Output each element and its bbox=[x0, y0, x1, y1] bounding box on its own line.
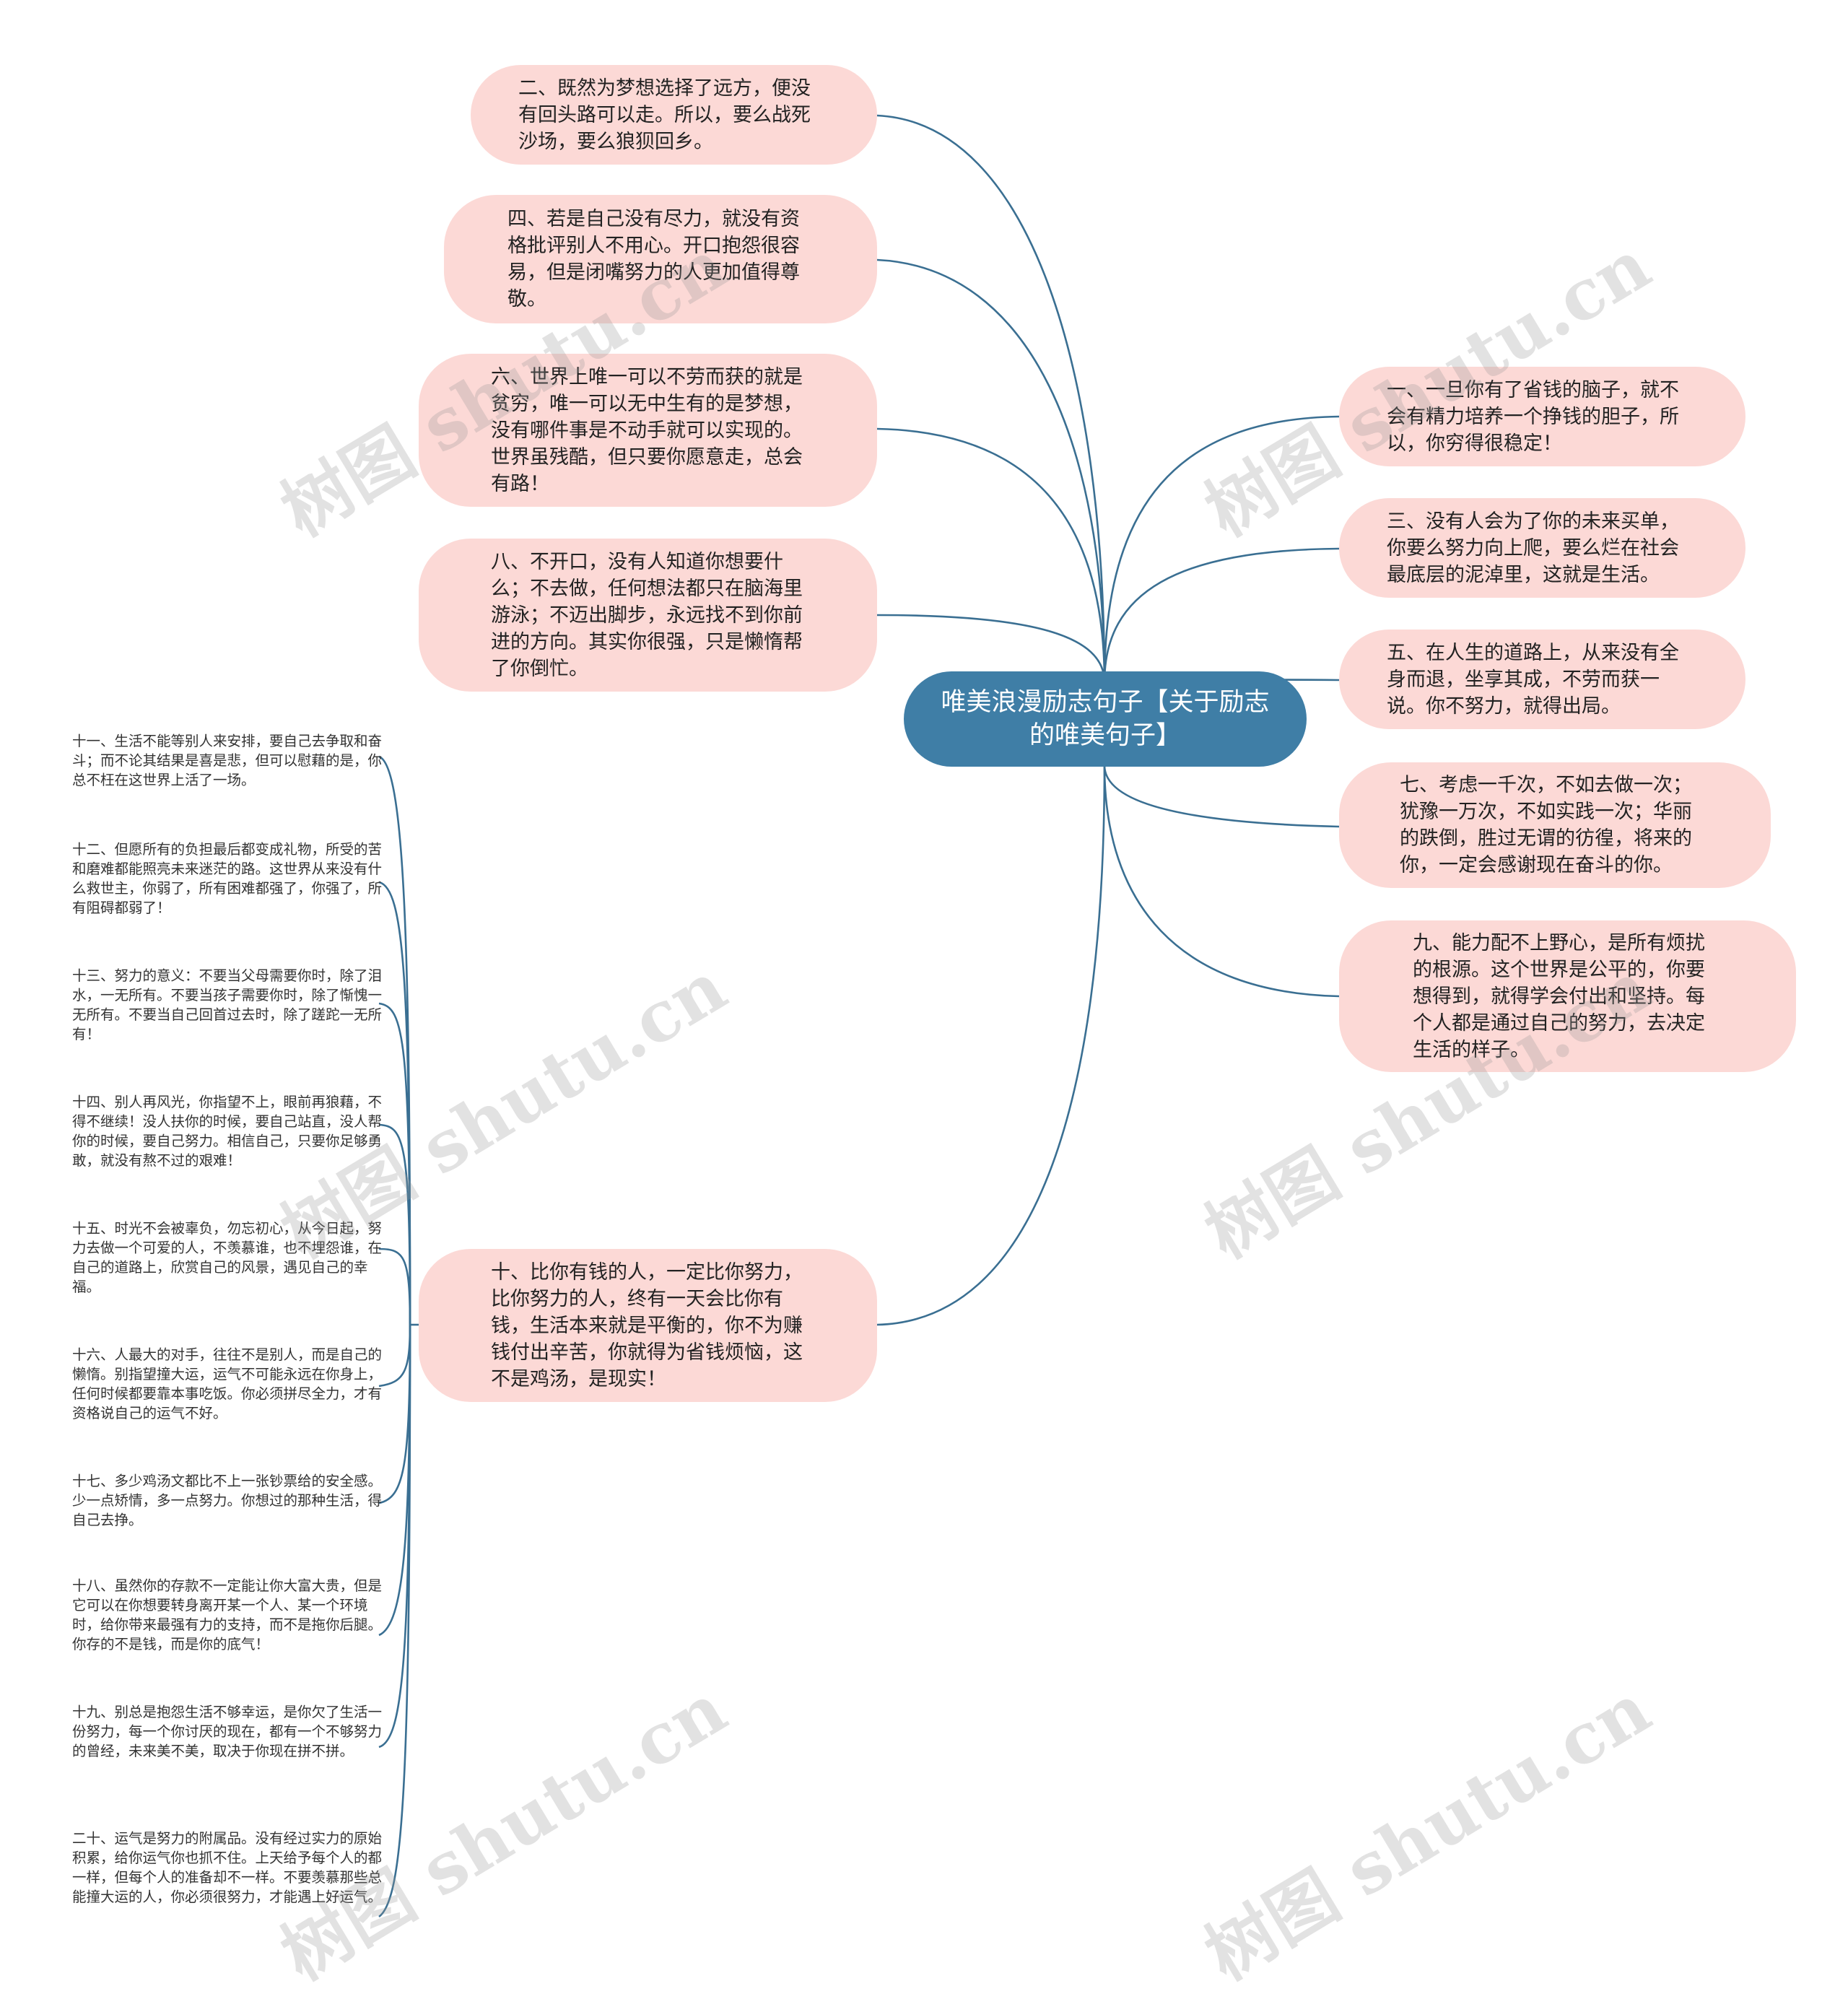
branch-node-7-text: 七、考虑一千次，不如去做一次；犹豫一万次，不如实践一次；华丽的跌倒，胜过无谓的彷… bbox=[1400, 774, 1692, 876]
sub-topic-17[interactable]: 十七、多少鸡汤文都比不上一张钞票给的安全感。少一点矫情，多一点努力。你想过的那种… bbox=[72, 1471, 383, 1530]
branch-node-10[interactable]: 十、比你有钱的人，一定比你努力，比你努力的人，终有一天会比你有钱，生活本来就是平… bbox=[419, 1249, 877, 1402]
sub-topic-18-text: 十八、虽然你的存款不一定能让你大富大贵，但是它可以在你想要转身离开某一个人、某一… bbox=[72, 1577, 383, 1652]
connector-line bbox=[378, 1324, 411, 1504]
sub-topic-18[interactable]: 十八、虽然你的存款不一定能让你大富大贵，但是它可以在你想要转身离开某一个人、某一… bbox=[72, 1576, 383, 1654]
connector-line bbox=[876, 114, 1106, 683]
sub-topic-11-text: 十一、生活不能等别人来安排，要自己去争取和奋斗；而不论其结果是喜是悲，但可以慰藉… bbox=[72, 733, 383, 788]
branch-node-5[interactable]: 五、在人生的道路上，从来没有全身而退，坐享其成，不劳而获一说。你不努力，就得出局… bbox=[1339, 630, 1745, 729]
branch-node-2-text: 二、既然为梦想选择了远方，便没有回头路可以走。所以，要么战死沙场，要么狼狈回乡。 bbox=[518, 77, 811, 153]
branch-node-4-text: 四、若是自己没有尽力，就没有资格批评别人不用心。开口抱怨很容易，但是闭嘴努力的人… bbox=[507, 208, 800, 310]
sub-topic-20[interactable]: 二十、运气是努力的附属品。没有经过实力的原始积累，给你运气你也抓不住。上天给予每… bbox=[72, 1829, 383, 1907]
branch-node-6-text: 六、世界上唯一可以不劳而获的就是贫穷，唯一可以无中生有的是梦想，没有哪件事是不动… bbox=[491, 365, 803, 495]
connector-line bbox=[378, 1123, 411, 1325]
connector-line bbox=[876, 427, 1106, 683]
sub-topic-12[interactable]: 十二、但愿所有的负担最后都变成礼物，所受的苦和磨难都能照亮未来迷茫的路。这世界从… bbox=[72, 840, 383, 918]
sub-topic-12-text: 十二、但愿所有的负担最后都变成礼物，所受的苦和磨难都能照亮未来迷茫的路。这世界从… bbox=[72, 841, 383, 916]
connector-line bbox=[378, 1247, 411, 1325]
connector-line bbox=[1103, 765, 1340, 998]
central-topic[interactable]: 唯美浪漫励志句子【关于励志的唯美句子】 bbox=[904, 671, 1307, 767]
connector-line bbox=[378, 1324, 411, 1918]
sub-topic-15-text: 十五、时光不会被辜负，勿忘初心，从今日起，努力去做一个可爱的人，不羡慕谁，也不埋… bbox=[72, 1220, 383, 1295]
connector-line bbox=[876, 258, 1106, 683]
sub-topic-11[interactable]: 十一、生活不能等别人来安排，要自己去争取和奋斗；而不论其结果是喜是悲，但可以慰藉… bbox=[72, 731, 383, 790]
branch-node-3-text: 三、没有人会为了你的未来买单，你要么努力向上爬，要么烂在社会最底层的泥淖里，这就… bbox=[1387, 510, 1679, 586]
connector-line bbox=[378, 1324, 411, 1388]
connector-line bbox=[378, 1324, 411, 1637]
connector-line bbox=[1103, 547, 1340, 683]
sub-topic-14-text: 十四、别人再风光，你指望不上，眼前再狼藉，不得不继续！没人扶你的时候，要自己站直… bbox=[72, 1094, 383, 1169]
sub-topic-16-text: 十六、人最大的对手，往往不是别人，而是自己的懒惰。别指望撞大运，运气不可能永远在… bbox=[72, 1346, 383, 1421]
connector-line bbox=[876, 765, 1106, 1326]
branch-node-8-text: 八、不开口，没有人知道你想要什么；不去做，任何想法都只在脑海里游泳；不迈出脚步，… bbox=[491, 550, 803, 680]
branch-node-1[interactable]: 一、一旦你有了省钱的脑子，就不会有精力培养一个挣钱的胆子，所以，你穷得很稳定！ bbox=[1339, 367, 1745, 466]
branch-node-5-text: 五、在人生的道路上，从来没有全身而退，坐享其成，不劳而获一说。你不努力，就得出局… bbox=[1387, 641, 1679, 718]
branch-node-10-text: 十、比你有钱的人，一定比你努力，比你努力的人，终有一天会比你有钱，生活本来就是平… bbox=[491, 1260, 803, 1390]
sub-topic-19-text: 十九、别总是抱怨生活不够幸运，是你欠了生活一份努力，每一个你讨厌的现在，都有一个… bbox=[72, 1704, 383, 1759]
branch-node-2[interactable]: 二、既然为梦想选择了远方，便没有回头路可以走。所以，要么战死沙场，要么狼狈回乡。 bbox=[471, 65, 877, 165]
sub-topic-16[interactable]: 十六、人最大的对手，往往不是别人，而是自己的懒惰。别指望撞大运，运气不可能永远在… bbox=[72, 1345, 383, 1423]
branch-node-9[interactable]: 九、能力配不上野心，是所有烦扰的根源。这个世界是公平的，你要想得到，就得学会付出… bbox=[1339, 920, 1796, 1072]
connector-line bbox=[876, 614, 1106, 683]
branch-node-9-text: 九、能力配不上野心，是所有烦扰的根源。这个世界是公平的，你要想得到，就得学会付出… bbox=[1413, 931, 1705, 1061]
branch-node-1-text: 一、一旦你有了省钱的脑子，就不会有精力培养一个挣钱的胆子，所以，你穷得很稳定！ bbox=[1387, 378, 1679, 455]
connector-line bbox=[378, 755, 411, 1325]
branch-node-3[interactable]: 三、没有人会为了你的未来买单，你要么努力向上爬，要么烂在社会最底层的泥淖里，这就… bbox=[1339, 498, 1745, 598]
sub-topic-20-text: 二十、运气是努力的附属品。没有经过实力的原始积累，给你运气你也抓不住。上天给予每… bbox=[72, 1830, 383, 1905]
sub-topic-14[interactable]: 十四、别人再风光，你指望不上，眼前再狼藉，不得不继续！没人扶你的时候，要自己站直… bbox=[72, 1092, 383, 1170]
sub-topic-13-text: 十三、努力的意义：不要当父母需要你时，除了泪水，一无所有。不要当孩子需要你时，除… bbox=[72, 967, 383, 1042]
branch-node-6[interactable]: 六、世界上唯一可以不劳而获的就是贫穷，唯一可以无中生有的是梦想，没有哪件事是不动… bbox=[419, 354, 877, 507]
branch-node-8[interactable]: 八、不开口，没有人知道你想要什么；不去做，任何想法都只在脑海里游泳；不迈出脚步，… bbox=[419, 539, 877, 692]
branch-node-7[interactable]: 七、考虑一千次，不如去做一次；犹豫一万次，不如实践一次；华丽的跌倒，胜过无谓的彷… bbox=[1339, 762, 1771, 888]
branch-node-4[interactable]: 四、若是自己没有尽力，就没有资格批评别人不用心。开口抱怨很容易，但是闭嘴努力的人… bbox=[444, 195, 877, 323]
sub-topic-13[interactable]: 十三、努力的意义：不要当父母需要你时，除了泪水，一无所有。不要当孩子需要你时，除… bbox=[72, 966, 383, 1044]
sub-topic-19[interactable]: 十九、别总是抱怨生活不够幸运，是你欠了生活一份努力，每一个你讨厌的现在，都有一个… bbox=[72, 1702, 383, 1761]
connector-line bbox=[1103, 765, 1340, 828]
sub-topic-15[interactable]: 十五、时光不会被辜负，勿忘初心，从今日起，努力去做一个可爱的人，不羡慕谁，也不埋… bbox=[72, 1219, 383, 1297]
connector-line bbox=[1103, 415, 1340, 683]
central-topic-label: 唯美浪漫励志句子【关于励志的唯美句子】 bbox=[941, 688, 1270, 750]
sub-topic-17-text: 十七、多少鸡汤文都比不上一张钞票给的安全感。少一点矫情，多一点努力。你想过的那种… bbox=[72, 1473, 383, 1528]
